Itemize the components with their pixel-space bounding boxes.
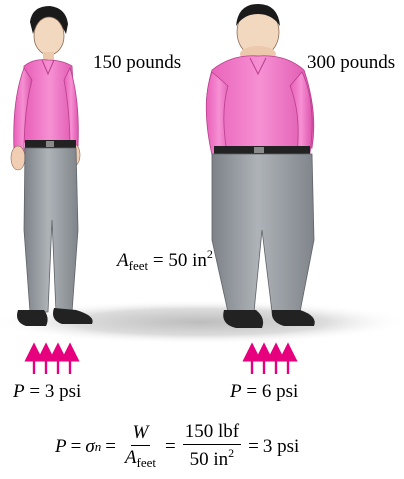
area-label: Afeet = 50 in2	[117, 248, 213, 272]
eq-frac1-den-sub: feet	[137, 455, 156, 470]
eq-frac1-den-symbol: A	[125, 447, 137, 468]
eq-sigma: σ	[85, 437, 94, 456]
left-pressure-equals: =	[29, 381, 40, 402]
eq-fraction-1: W Afeet	[123, 423, 158, 470]
right-weight-label: 300 pounds	[307, 53, 395, 72]
eq-equals-2: =	[105, 437, 116, 456]
heavy-person	[206, 4, 314, 328]
left-pressure-value: 3 psi	[45, 381, 81, 402]
eq-sigma-sub: n	[95, 440, 102, 453]
left-pressure-arrows	[34, 352, 70, 374]
area-equals: =	[153, 250, 164, 271]
eq-frac2-den-value: 50 in	[190, 449, 229, 470]
eq-equals-4: =	[248, 437, 259, 456]
eq-equals-3: =	[165, 437, 176, 456]
right-pressure-label: P = 6 psi	[230, 382, 298, 401]
area-value: 50 in	[168, 250, 207, 271]
eq-frac1-numerator: W	[131, 423, 151, 446]
thin-person	[11, 6, 93, 326]
left-pressure-label: P = 3 psi	[13, 382, 81, 401]
eq-result: 3 psi	[263, 437, 299, 456]
right-pressure-arrows	[252, 352, 288, 374]
eq-frac1-denominator: Afeet	[123, 446, 158, 470]
eq-frac2-numerator: 150 lbf	[183, 422, 241, 445]
eq-equals-1: =	[71, 437, 82, 456]
eq-fraction-2: 150 lbf 50 in2	[183, 422, 241, 470]
right-pressure-symbol: P	[230, 381, 242, 402]
area-subscript: feet	[129, 258, 148, 273]
right-pressure-equals: =	[246, 381, 257, 402]
left-weight-label: 150 pounds	[93, 53, 181, 72]
eq-frac2-denominator: 50 in2	[188, 445, 237, 470]
right-pressure-value: 6 psi	[262, 381, 298, 402]
eq-frac2-den-sup: 2	[228, 446, 234, 460]
area-superscript: 2	[207, 247, 213, 261]
area-symbol: A	[117, 250, 129, 271]
left-pressure-symbol: P	[13, 381, 25, 402]
eq-lhs: P	[55, 437, 67, 456]
